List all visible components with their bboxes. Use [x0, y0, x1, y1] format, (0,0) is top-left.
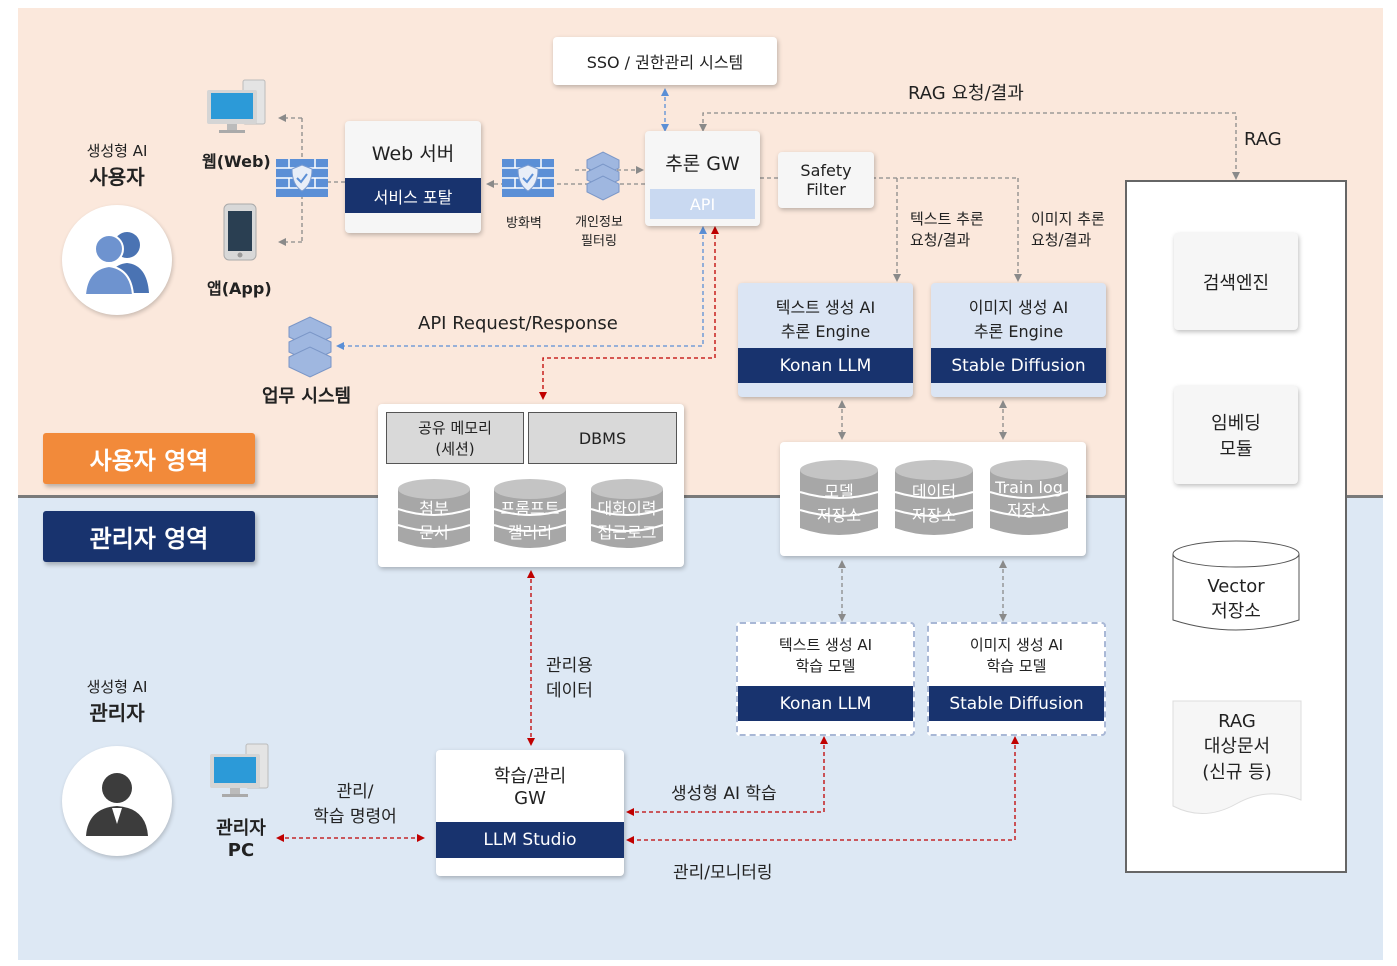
web-server-card: Web 서버 서비스 포탈 [345, 121, 481, 233]
user-title-line2: 사용자 [89, 165, 145, 189]
data-store-label: 데이터 저장소 [911, 482, 957, 525]
image-train-card: 이미지 생성 AI 학습 모델 Stable Diffusion [927, 622, 1106, 736]
embedding-module-box: 임베딩 모듈 [1174, 386, 1298, 484]
database-icon [1172, 540, 1300, 638]
gen-train-label: 생성형 AI 학습 [671, 784, 777, 804]
safety-filter-box: Safety Filter [778, 152, 874, 208]
monitor-icon [205, 78, 267, 140]
image-train-title: 이미지 생성 AI 학습 모델 [969, 636, 1064, 675]
text-train-card: 텍스트 생성 AI 학습 모델 Konan LLM [736, 622, 915, 736]
text-engine-title: 텍스트 생성 AI 추론 Engine [775, 298, 876, 341]
rag-docs-label: RAG 대상문서 (신규 등) [1202, 711, 1272, 783]
rag-request-label: RAG 요청/결과 [908, 83, 1024, 104]
text-train-title: 텍스트 생성 AI 학습 모델 [778, 636, 873, 675]
zone-divider [18, 495, 1383, 498]
server-icon [583, 150, 623, 204]
admin-cmd-label: 관리/ 학습 명령어 [313, 782, 397, 827]
admin-icon [62, 746, 172, 856]
attach-docs-label: 첨부 문서 [419, 499, 449, 542]
admin-pc-label: 관리자 PC [216, 818, 266, 861]
image-train-model-bar: Stable Diffusion [929, 686, 1104, 721]
admin-data-label: 관리용 데이터 [546, 656, 593, 701]
image-engine-card: 이미지 생성 AI 추론 Engine Stable Diffusion [931, 283, 1106, 397]
monitoring-label: 관리/모니터링 [673, 863, 773, 883]
database-icon [893, 458, 975, 546]
privacy-filter-label: 개인정보 필터링 [575, 215, 623, 249]
image-engine-model-bar: Stable Diffusion [931, 348, 1106, 383]
database-icon [988, 458, 1070, 546]
server-icon [283, 315, 337, 383]
admin-title: 생성형 AI 관리자 [65, 676, 169, 726]
text-train-model-bar: Konan LLM [738, 686, 913, 721]
user-group-icon [62, 205, 172, 315]
text-engine-model-bar: Konan LLM [738, 348, 913, 383]
inference-gw-card: 추론 GW API [645, 131, 760, 226]
image-request-label: 이미지 추론 요청/결과 [1031, 210, 1105, 249]
phone-icon [223, 203, 257, 265]
admin-title-line2: 관리자 [89, 701, 145, 725]
trainlog-store-label: Train log 저장소 [995, 478, 1063, 520]
text-engine-card: 텍스트 생성 AI 추론 Engine Konan LLM [738, 283, 913, 397]
vector-store-label: Vector 저장소 [1207, 576, 1265, 622]
user-zone-label: 사용자 영역 [43, 433, 255, 484]
llm-studio-bar: LLM Studio [436, 822, 624, 858]
shared-memory-box: 공유 메모리 (세션) [386, 412, 524, 464]
inference-gw-title: 추론 GW [665, 153, 740, 175]
sso-system-box: SSO / 권한관리 시스템 [553, 37, 777, 85]
train-gw-title: 학습/관리 GW [493, 766, 567, 809]
model-store-label: 모델 저장소 [816, 482, 862, 525]
firewall-icon [276, 159, 328, 201]
prompt-gallery-label: 프롬프트 갤러리 [500, 499, 560, 542]
firewall-icon [502, 159, 554, 201]
image-engine-title: 이미지 생성 AI 추론 Engine [968, 298, 1069, 341]
user-title: 생성형 AI 사용자 [65, 140, 169, 190]
web-label: 웹(Web) [202, 152, 271, 171]
document-icon [1172, 700, 1302, 824]
database-icon [492, 477, 568, 559]
api-request-label: API Request/Response [418, 313, 618, 334]
dbms-box: DBMS [528, 412, 677, 464]
admin-title-line1: 생성형 AI [86, 678, 148, 696]
database-icon [798, 458, 880, 546]
web-server-title: Web 서버 [371, 143, 455, 165]
search-engine-box: 검색엔진 [1174, 233, 1298, 330]
service-portal-bar: 서비스 포탈 [345, 178, 481, 213]
app-label: 앱(App) [207, 279, 272, 298]
rag-label: RAG [1244, 129, 1282, 150]
database-icon [589, 477, 665, 559]
train-gw-card: 학습/관리 GW LLM Studio [436, 750, 624, 876]
firewall-label: 방화벽 [506, 216, 542, 231]
text-request-label: 텍스트 추론 요청/결과 [910, 210, 984, 249]
database-icon [396, 477, 472, 559]
api-bar: API [650, 189, 755, 219]
monitor-icon [208, 742, 270, 804]
user-title-line1: 생성형 AI [86, 142, 148, 160]
chat-history-label: 대화이력 접근로그 [597, 499, 657, 542]
biz-system-label: 업무 시스템 [262, 386, 352, 407]
admin-zone-label: 관리자 영역 [43, 511, 255, 562]
